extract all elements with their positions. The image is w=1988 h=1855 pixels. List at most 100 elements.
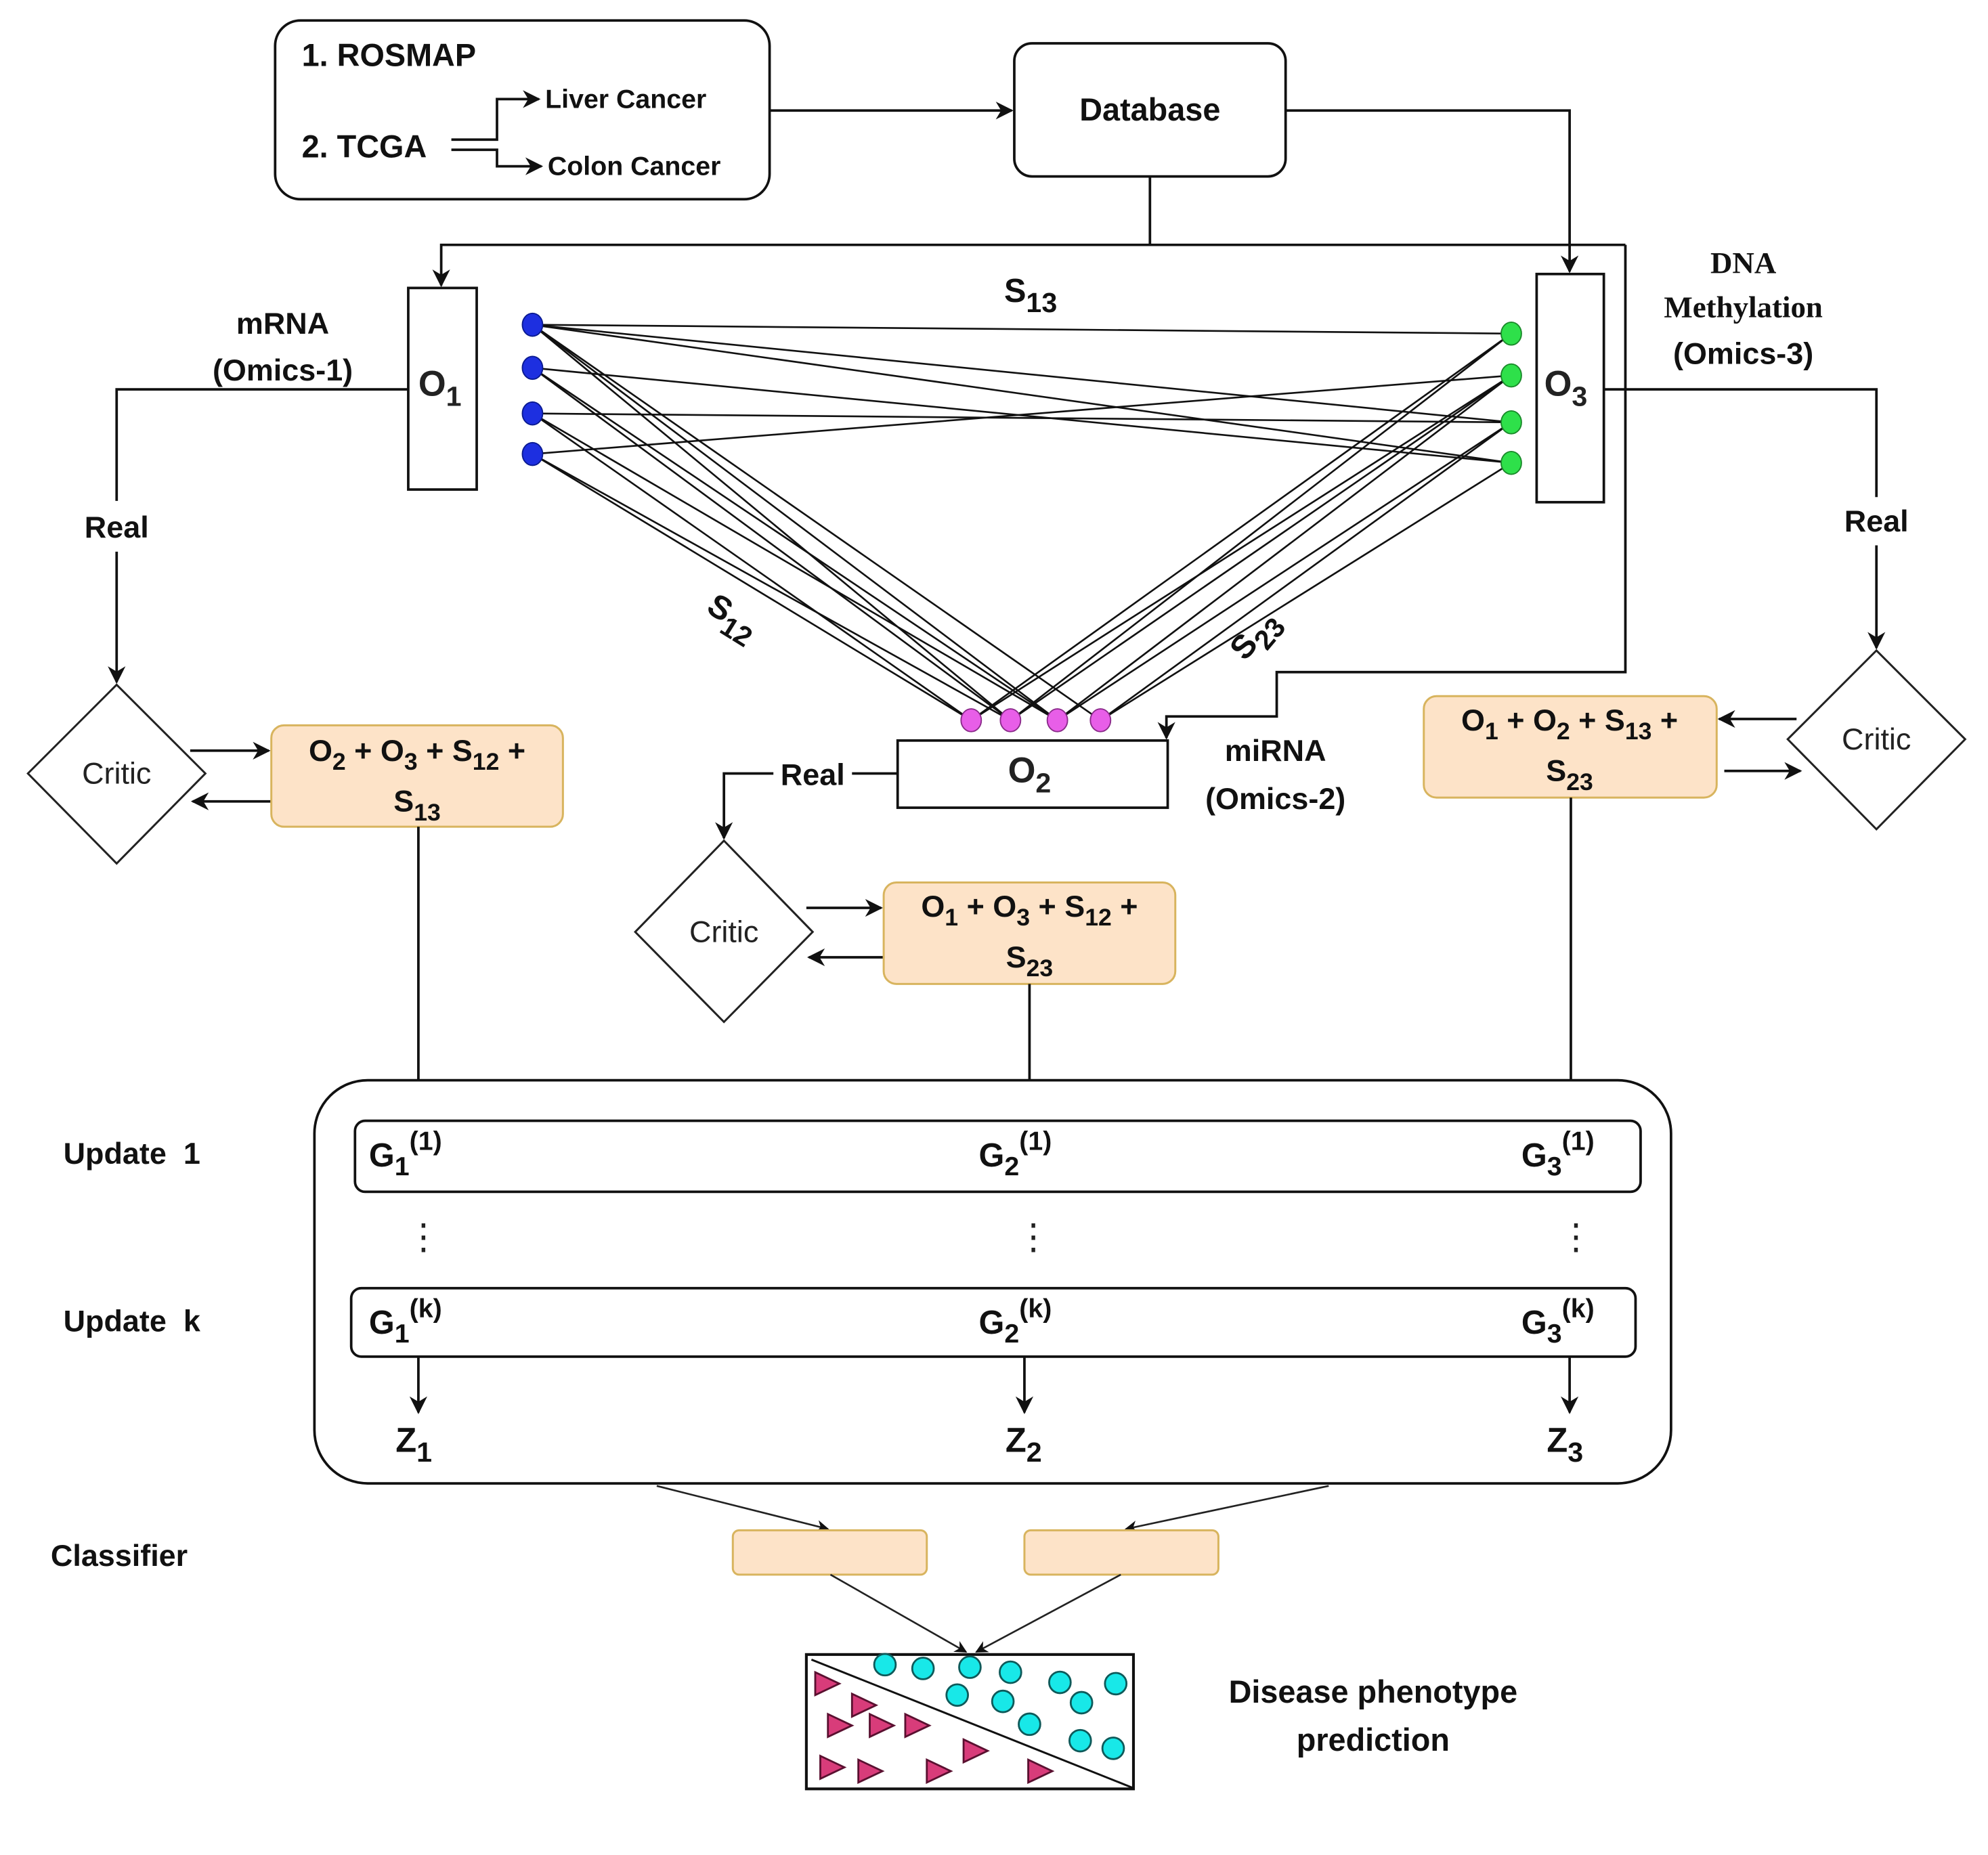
omics2-desc: (Omics-2)	[1205, 781, 1345, 816]
source-tcga: 2. TCGA	[302, 129, 427, 164]
omics3-node	[1500, 363, 1522, 388]
omics1-node	[521, 355, 544, 380]
s12-edge	[532, 412, 972, 721]
s12-edge	[532, 324, 1058, 721]
class-a-point	[873, 1653, 897, 1677]
s12-label: S12	[696, 586, 765, 653]
update-to-classifier1-arrow	[656, 1485, 829, 1533]
omics3-symbol: O3	[1544, 365, 1588, 412]
generator-input-1-line2: S13​	[393, 784, 441, 826]
o1-real-label: Real	[85, 510, 149, 544]
s12-edge	[532, 453, 972, 721]
class-b-point	[850, 1692, 879, 1718]
class-a-point	[1104, 1672, 1128, 1696]
omics1-desc: (Omics-1)	[213, 353, 353, 387]
database-box: Database	[1013, 42, 1287, 178]
update-1-generators: G1(1)G2(1)G3(1)	[369, 1127, 1595, 1181]
generator-input-3-line1: O1​ + O2​ + S13​ +	[1461, 703, 1678, 745]
source-rosmap: 1. ROSMAP	[302, 38, 476, 73]
prediction-label-line1: Disease phenotype	[1229, 1674, 1518, 1709]
s23-edge	[1010, 374, 1512, 721]
tcga-to-colon-arrow	[451, 148, 544, 175]
s23-label: S23	[1223, 603, 1292, 672]
s12-edge	[532, 412, 1058, 721]
generator-g3-update-k: G3(k)	[1521, 1294, 1595, 1349]
class-a-point	[1018, 1712, 1041, 1737]
ellipsis-3: ⋮	[1558, 1218, 1593, 1257]
s12-edge	[532, 367, 1058, 721]
update-1-row	[353, 1119, 1642, 1194]
critic-2: Critic	[634, 839, 815, 1024]
source-colon-cancer: Colon Cancer	[548, 152, 721, 181]
s13-edge	[532, 324, 1512, 424]
database-to-o3-arrow	[1285, 109, 1579, 274]
generator-input-2-line2: S23​	[1006, 940, 1054, 982]
s12-edge	[532, 367, 1012, 721]
class-a-point	[911, 1657, 935, 1680]
class-b-point	[827, 1712, 855, 1739]
database-label: Database	[1079, 92, 1220, 127]
prediction-label-line2: prediction	[1297, 1722, 1450, 1758]
class-a-point	[958, 1655, 982, 1679]
generator-input-1: O2​ + O3​ + S12​ + S13​	[270, 724, 564, 828]
omics2-node	[1046, 708, 1068, 733]
s13-edge	[532, 324, 1511, 335]
class-a-point	[1048, 1670, 1072, 1695]
critic-3: Critic	[1786, 649, 1967, 831]
generator-input-1-line1: O2​ + O3​ + S12​ +	[309, 733, 525, 775]
class-a-point	[945, 1683, 970, 1707]
ellipsis-1: ⋮	[406, 1218, 441, 1257]
omics-nodes	[521, 312, 1522, 733]
source-liver-cancer: Liver Cancer	[545, 84, 706, 114]
omics2-symbol: O2	[1008, 751, 1052, 799]
omics2-node	[999, 708, 1022, 733]
omics2-box: O2	[896, 739, 1169, 809]
classifier-box-1	[731, 1529, 928, 1576]
class-b-point	[962, 1738, 990, 1764]
generator-input-3-line2: S23​	[1546, 754, 1593, 795]
s12-edge	[532, 453, 1011, 721]
tcga-to-liver-arrow	[451, 90, 541, 141]
class-a-point	[999, 1660, 1022, 1684]
o1-real-line	[115, 388, 408, 501]
omics3-node	[1500, 450, 1522, 475]
omics3-node	[1500, 321, 1522, 346]
omics2-node	[1089, 708, 1112, 733]
update-1-label: Update 1	[64, 1136, 200, 1171]
class-a-point	[1069, 1690, 1094, 1715]
class-b-point	[1027, 1758, 1055, 1785]
class-a-point	[991, 1689, 1015, 1714]
class-b-point	[869, 1712, 896, 1739]
omics1-node	[521, 441, 544, 466]
s23-edge	[1100, 421, 1512, 721]
latent-z1: Z1	[395, 1420, 432, 1468]
s23-edge	[1056, 421, 1512, 721]
omics3-box: O3	[1535, 272, 1605, 504]
latent-z2: Z2	[1006, 1420, 1042, 1468]
generator-g2-update-1: G2(1)	[979, 1127, 1052, 1181]
omics1-box: O1	[407, 286, 478, 491]
classifier-label: Classifier	[51, 1538, 188, 1573]
o2-real-to-critic-arrow	[715, 772, 774, 840]
omics1-name: mRNA	[236, 306, 329, 341]
update-to-classifier2-arrow	[1124, 1485, 1329, 1533]
generator-g1-update-1: G1(1)	[369, 1127, 442, 1181]
class-b-point	[926, 1758, 953, 1785]
omics1-symbol: O1	[418, 365, 462, 412]
omics2-name: miRNA	[1225, 733, 1326, 768]
critic-1: Critic	[26, 683, 207, 865]
s23-edge	[970, 332, 1512, 721]
omics1-node	[521, 401, 544, 426]
o3-real-label: Real	[1844, 504, 1909, 538]
critic-1-label: Critic	[82, 756, 151, 790]
generator-g2-update-k: G2(k)	[979, 1294, 1052, 1349]
omics3-name-line2: Methylation	[1664, 290, 1823, 324]
database-to-o2-arrow	[1157, 244, 1627, 740]
generator-input-2: O1​ + O3​ + S12​ + S23​	[882, 881, 1177, 985]
omics1-node	[521, 312, 544, 337]
generator-input-2-line1: O1​ + O3​ + S12​ +	[921, 889, 1138, 931]
s23-edge	[1056, 374, 1512, 721]
class-b-point	[857, 1758, 885, 1785]
